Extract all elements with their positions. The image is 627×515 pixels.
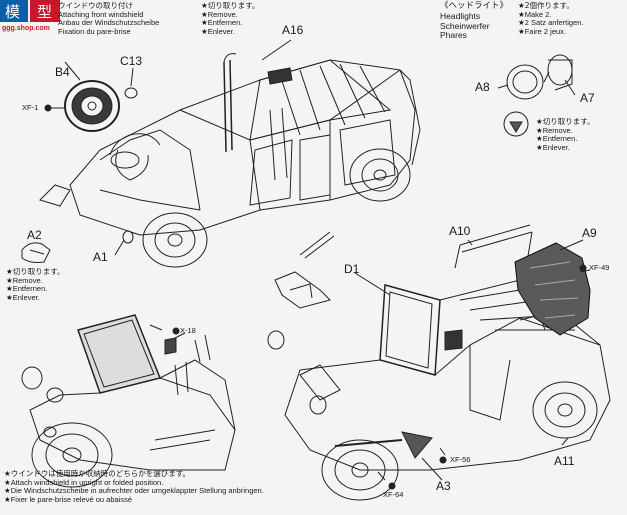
- headlights-heading-de: Scheinwerfer: [440, 20, 490, 31]
- part-a2: [21, 242, 51, 263]
- logo-glyph-1: 模: [5, 3, 20, 21]
- remove-note-top-de: ★Entfernen.: [201, 18, 243, 28]
- jeep-top-drawing: [69, 53, 421, 236]
- label-a1: A1: [93, 250, 108, 264]
- label-a2: A2: [27, 228, 42, 242]
- label-a7: A7: [580, 91, 595, 105]
- remove-note-left: ★切り取ります。 ★Remove. ★Entfernen. ★Enlever.: [6, 267, 65, 303]
- windshield-heading-jp: ウインドウの取り付け: [58, 1, 133, 10]
- label-x18: X-18: [180, 326, 196, 335]
- remove-note-right-jp: ★切り取ります。: [536, 117, 595, 126]
- label-b4: B4: [55, 65, 70, 79]
- headlight-parts: [503, 54, 573, 137]
- part-a9-rolled-top: [514, 242, 591, 336]
- label-xf64: XF-64: [383, 490, 404, 499]
- windshield-footnote: ★ウインドウは使用時か収納時のどちらかを選びます。 ★Attach windsh…: [4, 469, 264, 505]
- remove-note-left-de: ★Entfernen.: [6, 284, 48, 294]
- windshield-footnote-de: ★Die Windschutzscheibe in aufrechter ode…: [4, 486, 264, 496]
- part-a10: [454, 224, 533, 269]
- rear-wheel-top: [349, 148, 411, 202]
- windshield-heading-de: Anbau der Windschutzscheibe: [58, 18, 160, 28]
- label-a10: A10: [449, 224, 471, 238]
- label-a9: A9: [582, 226, 597, 240]
- remove-note-top: ★切り取ります。 ★Remove. ★Entfernen. ★Enlever.: [201, 1, 260, 37]
- headlights-heading-fr: Phares: [440, 30, 467, 41]
- front-wheel-top: [142, 212, 208, 268]
- remove-note-right-de: ★Entfernen.: [536, 134, 578, 144]
- label-a3: A3: [436, 479, 451, 493]
- label-a11: A11: [554, 454, 575, 468]
- jeep-bottom-left: [21, 314, 236, 488]
- remove-note-left-fr: ★Enlever.: [6, 292, 40, 302]
- part-a3: [334, 431, 433, 459]
- windshield-heading: ウインドウの取り付け Attaching front windshield An…: [58, 1, 160, 37]
- label-c13: C13: [120, 54, 143, 68]
- label-a8: A8: [475, 80, 490, 94]
- make-two-note: ★2個作ります。 ★Make 2. ★2 Satz anfertigen. ★F…: [518, 1, 584, 37]
- make-two-note-fr: ★Faire 2 jeux.: [518, 26, 566, 36]
- remove-note-left-en: ★Remove.: [6, 275, 43, 285]
- remove-note-top-fr: ★Enlever.: [201, 26, 235, 36]
- windshield-bracket-sketch: [274, 231, 335, 309]
- spare-tire: [64, 80, 120, 132]
- make-two-note-jp: ★2個作ります。: [518, 1, 574, 10]
- remove-note-top-jp: ★切り取ります。: [201, 1, 260, 10]
- headlights-heading-en: Headlights: [440, 10, 481, 21]
- spare-mount: [115, 149, 149, 181]
- windshield-heading-en: Attaching front windshield: [58, 9, 144, 19]
- watermark-site: ggg.shop.com: [2, 25, 50, 32]
- remove-note-left-jp: ★切り取ります。: [6, 267, 65, 276]
- label-xf56: XF-56: [450, 455, 471, 464]
- part-a1: [122, 230, 134, 244]
- make-two-note-en: ★Make 2.: [518, 9, 552, 19]
- label-xf1: XF-1: [22, 103, 39, 112]
- windshield-footnote-jp: ★ウインドウは使用時か収納時のどちらかを選びます。: [4, 469, 190, 478]
- remove-note-right: ★切り取ります。 ★Remove. ★Entfernen. ★Enlever.: [536, 117, 595, 153]
- part-c13: [124, 87, 138, 99]
- remove-note-right-en: ★Remove.: [536, 125, 573, 135]
- windshield-footnote-fr: ★Fixer le pare-brise relevé ou abaissé: [4, 494, 133, 504]
- label-xf49: XF-49: [589, 263, 610, 272]
- label-d1: D1: [344, 262, 360, 276]
- label-a16: A16: [282, 23, 304, 37]
- part-a2-on-body: [39, 184, 71, 207]
- logo-glyph-2: 型: [37, 3, 52, 21]
- windshield-heading-fr: Fixation du pare-brise: [58, 26, 131, 36]
- site-logo: 模 型: [0, 0, 60, 22]
- windshield-footnote-en: ★Attach windshield in upright or folded …: [4, 477, 164, 487]
- headlights-heading: 《ヘッドライト》 Headlights Scheinwerfer Phares: [440, 1, 509, 41]
- headlights-heading-jp: 《ヘッドライト》: [440, 1, 509, 11]
- remove-note-right-fr: ★Enlever.: [536, 142, 570, 152]
- remove-note-top-en: ★Remove.: [201, 9, 238, 19]
- make-two-note-de: ★2 Satz anfertigen.: [518, 18, 584, 28]
